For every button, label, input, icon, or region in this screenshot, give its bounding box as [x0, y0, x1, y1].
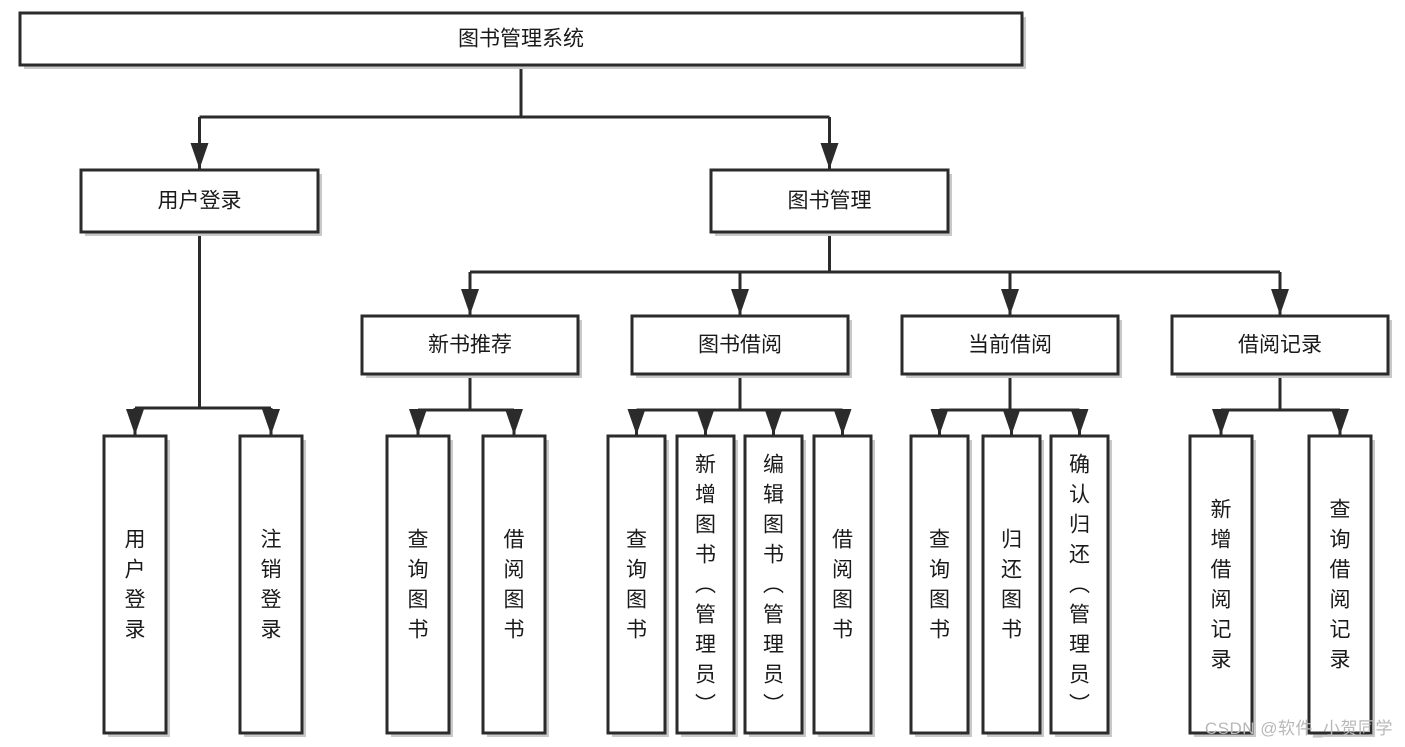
node-用户登录-0[interactable]: 用户登录 — [79, 168, 322, 236]
node-rect — [1307, 434, 1373, 735]
arrow-head-icon — [764, 409, 783, 435]
node-label: 新增借阅记录 — [1211, 499, 1232, 672]
node-图书管理-1[interactable]: 图书管理 — [709, 168, 952, 236]
node-新增图书管理员-5[interactable]: 新增图书︵管理员︶ — [675, 434, 738, 737]
node-label: 注销登录 — [261, 529, 282, 642]
arrow-head-icon — [1331, 409, 1349, 435]
node-label: 借阅图书 — [832, 529, 853, 642]
connectors-layer — [126, 65, 1349, 435]
node-rect — [385, 434, 451, 735]
node-图书借阅-1[interactable]: 图书借阅 — [630, 314, 852, 378]
arrow-head-icon — [409, 409, 427, 435]
node-rect — [102, 434, 168, 735]
nodes-layer: 图书管理系统用户登录图书管理新书推荐图书借阅当前借阅借阅记录用户登录注销登录查询… — [18, 11, 1392, 737]
node-用户登录-0[interactable]: 用户登录 — [102, 434, 170, 737]
node-编辑图书管理员-6[interactable]: 编辑图书︵管理员︶ — [743, 434, 806, 737]
node-借阅记录-3[interactable]: 借阅记录 — [1170, 314, 1392, 378]
arrow-head-icon — [731, 289, 749, 315]
arrow-head-icon — [820, 143, 839, 169]
arrow-head-icon — [1070, 409, 1089, 435]
node-rect — [909, 434, 970, 735]
node-label: 用户登录 — [158, 190, 242, 213]
node-查询图书-2[interactable]: 查询图书 — [385, 434, 453, 737]
node-label: 确认归还︵管理员︶ — [1069, 454, 1090, 717]
node-label: 借阅图书 — [504, 529, 525, 642]
node-rect — [1188, 434, 1254, 735]
arrow-head-icon — [627, 409, 646, 435]
node-label: 编辑图书︵管理员︶ — [763, 454, 784, 717]
arrow-head-icon — [262, 409, 280, 435]
node-rect — [709, 168, 950, 234]
node-label: 查询借阅记录 — [1330, 499, 1351, 672]
node-图书管理系统[interactable]: 图书管理系统 — [18, 11, 1026, 69]
arrow-head-icon — [126, 409, 144, 435]
node-rect — [812, 434, 873, 735]
node-label: 图书管理系统 — [458, 28, 584, 51]
arrow-head-icon — [461, 289, 479, 315]
node-rect — [606, 434, 667, 735]
node-label: 借阅记录 — [1238, 334, 1322, 357]
node-新书推荐-0[interactable]: 新书推荐 — [360, 314, 582, 378]
node-归还图书-9[interactable]: 归还图书 — [981, 434, 1044, 737]
node-label: 新增图书︵管理员︶ — [695, 454, 716, 717]
node-label: 查询图书 — [408, 529, 429, 642]
node-rect — [1049, 434, 1110, 735]
node-label: 图书借阅 — [698, 334, 782, 357]
arrow-head-icon — [696, 409, 715, 435]
node-rect — [79, 168, 320, 234]
node-label: 图书管理 — [788, 190, 872, 213]
arrow-head-icon — [1001, 289, 1019, 315]
node-label: 归还图书 — [1001, 529, 1022, 642]
node-查询图书-8[interactable]: 查询图书 — [909, 434, 972, 737]
arrow-head-icon — [930, 409, 949, 435]
node-label: 当前借阅 — [968, 334, 1052, 357]
node-当前借阅-2[interactable]: 当前借阅 — [900, 314, 1122, 378]
node-rect — [360, 314, 580, 376]
node-label: 查询图书 — [626, 529, 647, 642]
csdn-watermark: CSDN @软件_小贺同学 — [1204, 719, 1393, 738]
arrow-head-icon — [1212, 409, 1230, 435]
arrow-head-icon — [1002, 409, 1021, 435]
node-注销登录-1[interactable]: 注销登录 — [238, 434, 306, 737]
node-rect — [18, 11, 1024, 67]
arrow-head-icon — [505, 409, 523, 435]
node-确认归还管理员-10[interactable]: 确认归还︵管理员︶ — [1049, 434, 1112, 737]
node-新增借阅记录-11[interactable]: 新增借阅记录 — [1188, 434, 1256, 737]
node-查询图书-4[interactable]: 查询图书 — [606, 434, 669, 737]
node-rect — [675, 434, 736, 735]
arrow-head-icon — [1271, 289, 1289, 315]
node-借阅图书-3[interactable]: 借阅图书 — [481, 434, 549, 737]
arrow-head-icon — [833, 409, 852, 435]
arrow-head-icon — [190, 143, 209, 169]
node-label: 新书推荐 — [428, 334, 512, 357]
node-label: 查询图书 — [929, 529, 950, 642]
node-rect — [1170, 314, 1390, 376]
node-rect — [630, 314, 850, 376]
node-借阅图书-7[interactable]: 借阅图书 — [812, 434, 875, 737]
node-label: 用户登录 — [125, 529, 146, 642]
node-rect — [481, 434, 547, 735]
node-rect — [743, 434, 804, 735]
node-rect — [238, 434, 304, 735]
node-rect — [900, 314, 1120, 376]
node-rect — [981, 434, 1042, 735]
node-查询借阅记录-12[interactable]: 查询借阅记录 — [1307, 434, 1375, 737]
